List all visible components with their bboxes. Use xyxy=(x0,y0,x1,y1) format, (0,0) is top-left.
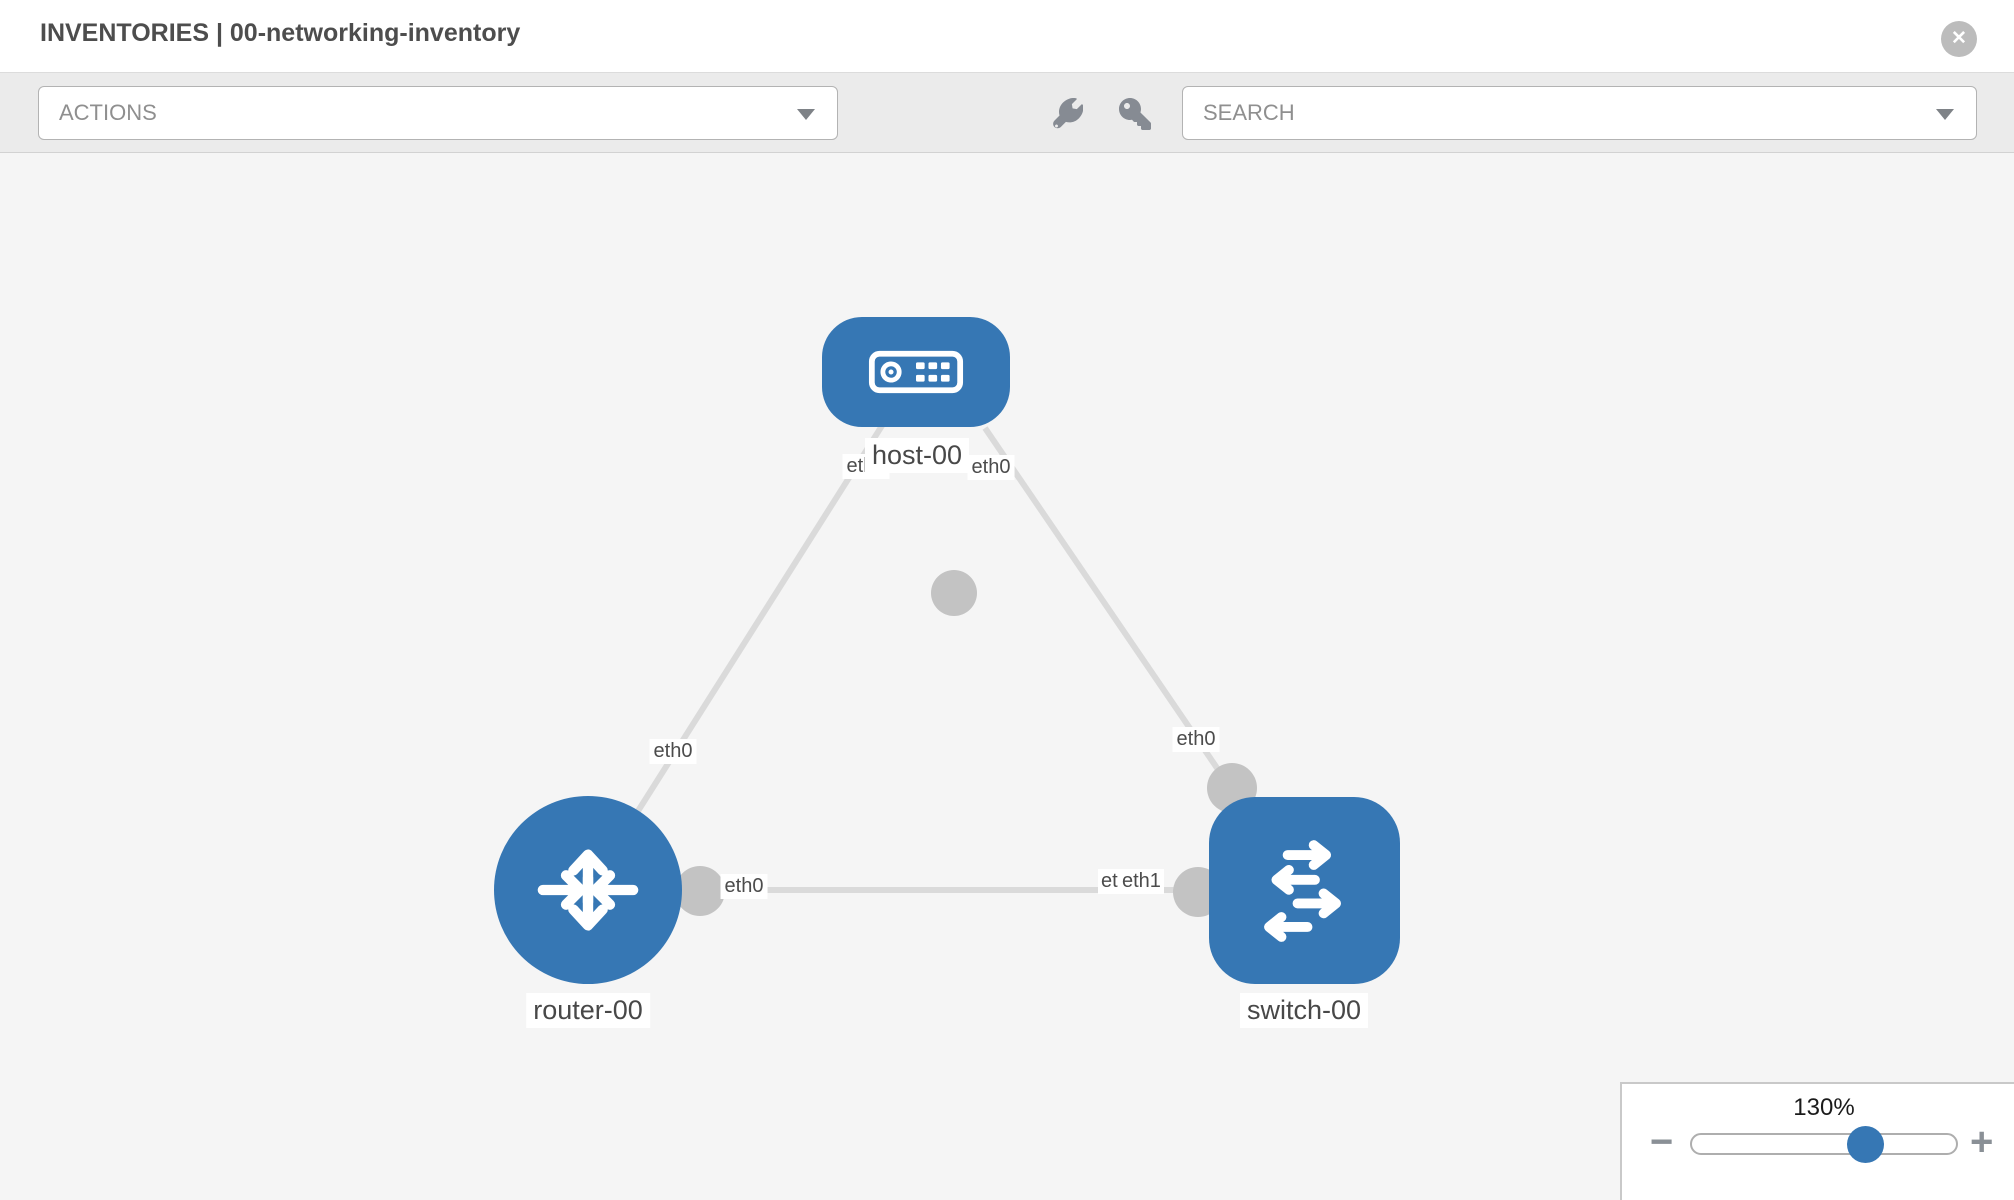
interface-label: eth0 xyxy=(649,739,697,764)
actions-dropdown[interactable]: ACTIONS xyxy=(38,86,838,140)
zoom-level: 130% xyxy=(1793,1094,1855,1121)
zoom-slider-handle[interactable] xyxy=(1847,1126,1884,1163)
wrench-icon xyxy=(1053,97,1084,129)
close-icon[interactable]: ✕ xyxy=(1941,21,1977,57)
node-label-switch-00: switch-00 xyxy=(1239,993,1369,1028)
interface-label-overlap: eth0 eth1 xyxy=(1098,869,1170,899)
node-host-00[interactable] xyxy=(822,317,1010,427)
edge-layer xyxy=(585,370,1235,893)
router-icon xyxy=(537,849,639,931)
host-icon xyxy=(868,350,964,394)
node-router-00[interactable] xyxy=(494,796,682,984)
zoom-slider-track[interactable] xyxy=(1690,1133,1958,1155)
port-router-eth0 xyxy=(675,866,725,916)
interface-label: eth0 xyxy=(967,455,1015,480)
actions-dropdown-label: ACTIONS xyxy=(59,100,157,125)
interface-label: eth0 xyxy=(720,874,768,899)
page-title: INVENTORIES | 00-networking-inventory xyxy=(40,19,521,47)
key-icon xyxy=(1119,98,1151,130)
configure-button[interactable] xyxy=(1051,97,1084,130)
interface-label: eth0 xyxy=(1172,727,1220,752)
node-switch-00[interactable] xyxy=(1209,797,1400,984)
node-label-router-00: router-00 xyxy=(526,993,650,1028)
zoom-in-icon[interactable]: + xyxy=(1970,1120,1994,1164)
topology-canvas: eth0 eth0 eth0 eth0 eth0 eth0 eth1 host-… xyxy=(0,153,2014,1200)
toolbar: ACTIONS SEARCH xyxy=(0,72,2014,153)
title-bar: INVENTORIES | 00-networking-inventory ✕ xyxy=(0,0,2014,72)
search-dropdown[interactable]: SEARCH xyxy=(1182,86,1977,140)
search-dropdown-label: SEARCH xyxy=(1203,100,1295,125)
switch-icon xyxy=(1263,839,1341,942)
zoom-panel: 130% − + xyxy=(1620,1082,2014,1200)
interface-label: eth1 xyxy=(1119,869,1164,894)
port-host xyxy=(931,570,977,616)
node-label-host-00: host-00 xyxy=(864,438,970,473)
chevron-down-icon xyxy=(797,109,815,120)
credentials-button[interactable] xyxy=(1119,98,1151,130)
zoom-out-icon[interactable]: − xyxy=(1650,1120,1674,1164)
chevron-down-icon xyxy=(1936,109,1954,120)
